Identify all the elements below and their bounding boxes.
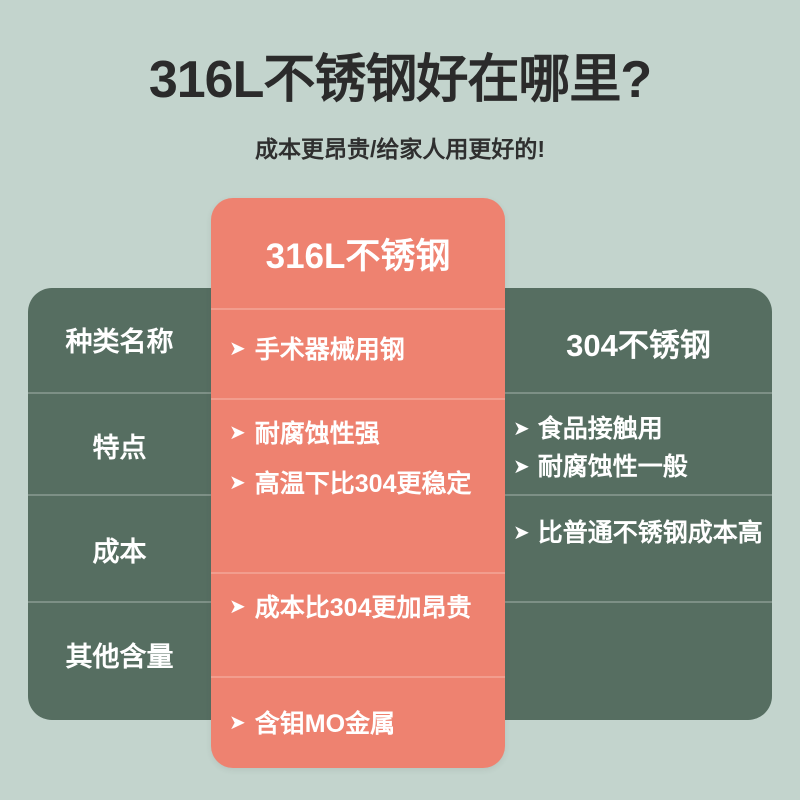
table-row: 种类名称 xyxy=(28,288,772,392)
list-item: ➤ 耐腐蚀性一般 xyxy=(513,452,772,484)
page-subtitle: 成本更昂贵/给家人用更好的! xyxy=(254,136,546,163)
list-item-label: 比普通不锈钢成本高 xyxy=(537,519,763,547)
list-item-label: 成本比304更加昂贵 xyxy=(254,594,472,622)
list-item: ➤ 耐腐蚀性强 xyxy=(229,418,497,450)
center-cell-1: ➤ 耐腐蚀性强 ➤ 高温下比304更稳定 xyxy=(211,398,505,572)
list-item-label: 高温下比304更稳定 xyxy=(254,470,472,498)
list-item: ➤ 含钼MO金属 xyxy=(229,708,497,740)
list-item: ➤ 食品接触用 xyxy=(513,414,772,446)
bullet-arrow-icon: ➤ xyxy=(229,712,246,734)
center-cell-3: ➤ 含钼MO金属 xyxy=(211,676,505,768)
list-item-label: 耐腐蚀性一般 xyxy=(537,452,688,481)
bullet-arrow-icon: ➤ xyxy=(513,418,530,440)
center-column-header: 316L不锈钢 xyxy=(211,198,505,310)
center-cell-2: ➤ 成本比304更加昂贵 xyxy=(211,572,505,676)
table-row: 特点 ➤ 食品接触用 ➤ 耐腐蚀性一般 xyxy=(28,392,772,494)
bullet-arrow-icon: ➤ xyxy=(229,472,246,494)
right-cell-2: ➤ 比普通不锈钢成本高 xyxy=(505,518,772,556)
list-item: ➤ 比普通不锈钢成本高 xyxy=(513,518,772,550)
bullet-arrow-icon: ➤ xyxy=(229,596,246,618)
bullet-arrow-icon: ➤ xyxy=(229,338,246,360)
list-item: ➤ 成本比304更加昂贵 xyxy=(229,592,497,624)
list-item: ➤ 手术器械用钢 xyxy=(229,334,497,366)
list-item-label: 食品接触用 xyxy=(537,415,663,443)
bullet-arrow-icon: ➤ xyxy=(513,522,530,544)
row-label-2: 成本 xyxy=(92,537,147,567)
page-title: 316L不锈钢好在哪里? xyxy=(148,51,652,109)
list-item-label: 耐腐蚀性强 xyxy=(254,420,380,448)
list-item-label: 含钼MO金属 xyxy=(254,710,396,738)
center-cell-0: ➤ 手术器械用钢 xyxy=(211,310,505,398)
list-item: ➤ 高温下比304更稳定 xyxy=(229,468,497,500)
row-label-3: 其他含量 xyxy=(65,642,174,672)
right-column-header: 304不锈钢 xyxy=(566,328,711,363)
page-header: 316L不锈钢好在哪里? 成本更昂贵/给家人用更好的! xyxy=(0,0,800,164)
row-label-1: 特点 xyxy=(92,433,147,463)
bullet-arrow-icon: ➤ xyxy=(513,455,530,478)
right-cell-1: ➤ 食品接触用 ➤ 耐腐蚀性一般 xyxy=(505,414,772,489)
list-item-label: 手术器械用钢 xyxy=(254,336,405,364)
highlight-card-316l: 316L不锈钢 ➤ 手术器械用钢 ➤ 耐腐蚀性强 ➤ 高温下比304更稳定 ➤ … xyxy=(211,198,505,768)
row-label-0: 种类名称 xyxy=(65,327,174,357)
bullet-arrow-icon: ➤ xyxy=(229,422,246,444)
